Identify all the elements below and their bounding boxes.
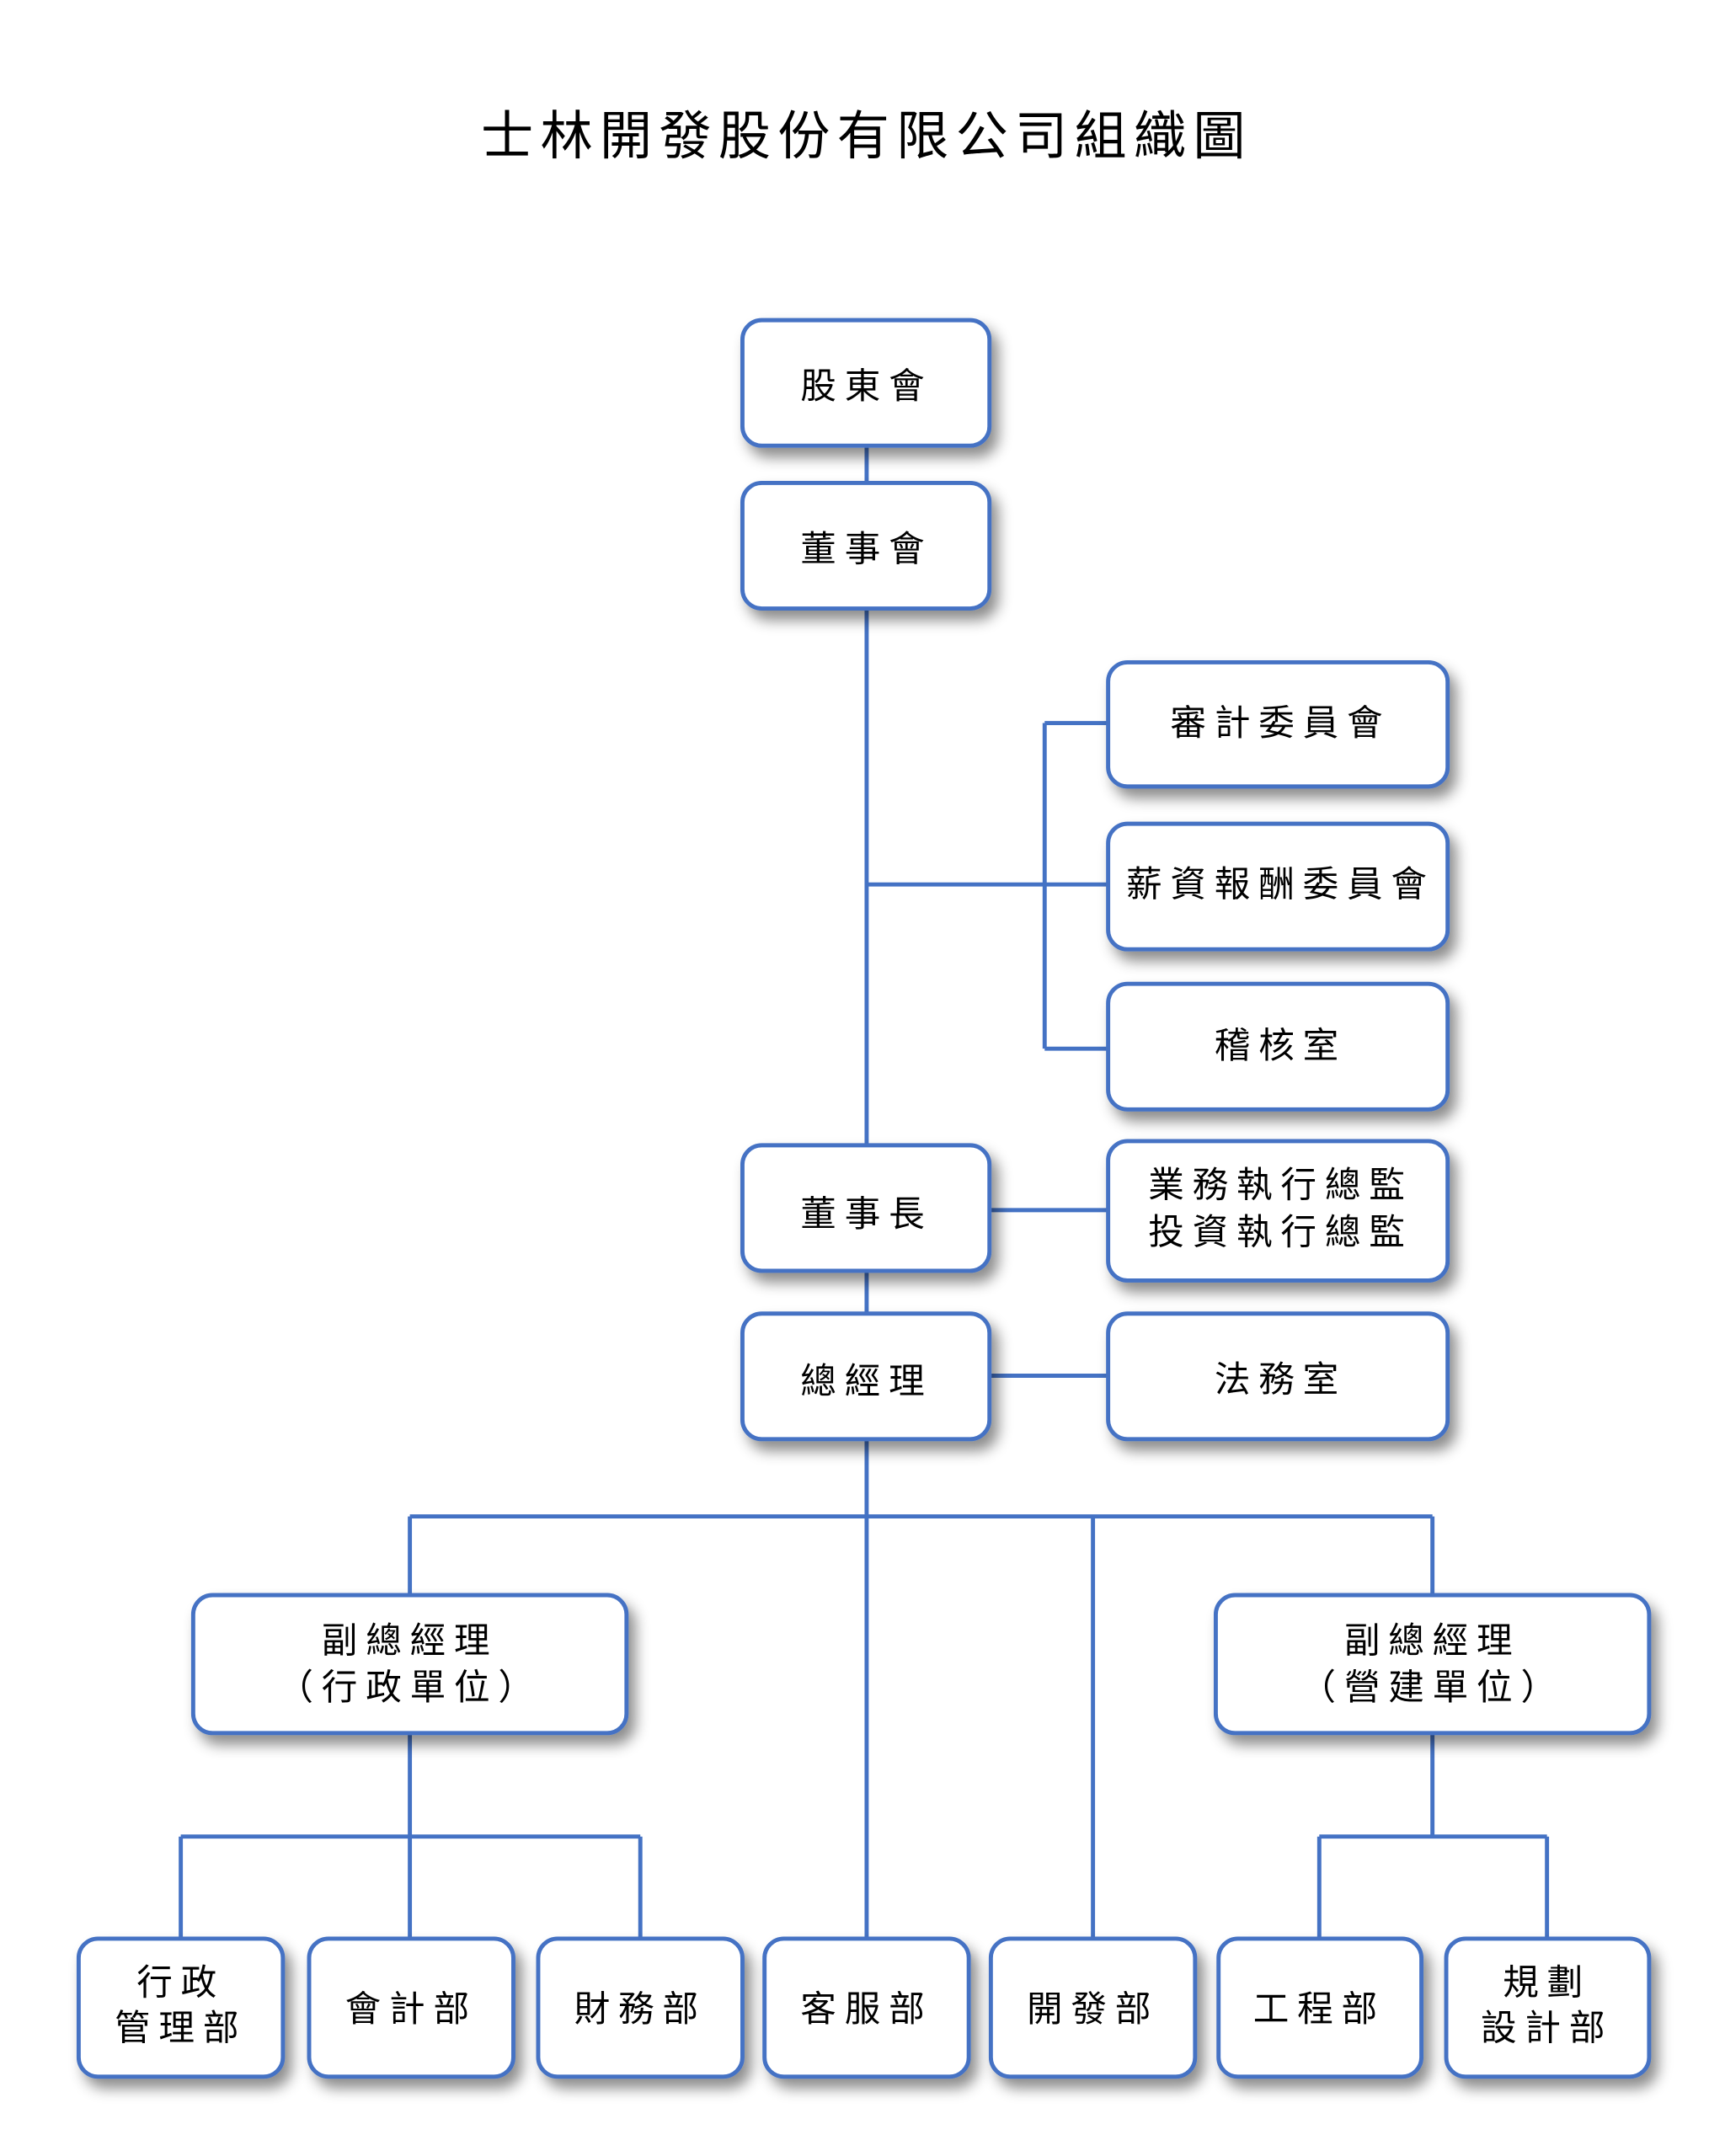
node-planning-design: 規劃 設計部 xyxy=(1444,1936,1652,2079)
node-label: 副總經理 xyxy=(1344,1620,1521,1662)
node-label: 董事會 xyxy=(800,528,932,570)
node-shareholders: 股東會 xyxy=(740,318,992,448)
node-vp-construction: 副總經理 （營建單位） xyxy=(1213,1593,1652,1736)
node-legal: 法務室 xyxy=(1106,1311,1450,1442)
node-chairman: 董事長 xyxy=(740,1143,992,1273)
node-label: 設計部 xyxy=(1481,2008,1613,2050)
node-directors: 業務執行總監 投資執行總監 xyxy=(1106,1139,1450,1283)
node-finance: 財務部 xyxy=(536,1936,745,2079)
node-president: 總經理 xyxy=(740,1311,992,1442)
node-label: 法務室 xyxy=(1215,1359,1347,1401)
node-label: 會計部 xyxy=(345,1988,478,2031)
node-label: （行政單位） xyxy=(277,1667,542,1709)
node-label: 稽核室 xyxy=(1215,1025,1347,1067)
node-audit-committee: 審計委員會 xyxy=(1106,659,1450,789)
node-internal-audit: 稽核室 xyxy=(1106,981,1450,1112)
node-label: 財務部 xyxy=(574,1988,707,2031)
node-compensation-committee: 薪資報酬委員會 xyxy=(1106,821,1450,952)
node-label: 規劃 xyxy=(1503,1962,1591,2004)
node-development: 開發部 xyxy=(988,1936,1198,2079)
node-customer-service: 客服部 xyxy=(762,1936,971,2079)
node-label: 管理部 xyxy=(115,2008,247,2050)
node-label: 股東會 xyxy=(800,366,932,408)
node-label: 業務執行總監 xyxy=(1148,1165,1413,1207)
node-label: 總經理 xyxy=(800,1360,932,1402)
node-engineering: 工程部 xyxy=(1216,1936,1424,2079)
node-label: 行政 xyxy=(136,1962,225,2004)
node-label: 薪資報酬委員會 xyxy=(1126,863,1435,905)
node-label: 開發部 xyxy=(1027,1988,1159,2031)
node-admin-mgmt: 行政 管理部 xyxy=(76,1936,286,2079)
node-label: 客服部 xyxy=(800,1988,932,2031)
node-label: 審計委員會 xyxy=(1170,702,1391,744)
chart-title: 士林開發股份有限公司組織圖 xyxy=(481,105,1252,167)
node-label: （營建單位） xyxy=(1300,1667,1564,1709)
node-accounting: 會計部 xyxy=(307,1936,515,2079)
node-label: 副總經理 xyxy=(322,1620,499,1662)
node-label: 工程部 xyxy=(1253,1988,1386,2031)
node-label: 投資執行總監 xyxy=(1148,1211,1413,1253)
node-label: 董事長 xyxy=(800,1193,932,1235)
node-vp-admin: 副總經理 （行政單位） xyxy=(190,1593,629,1736)
node-board: 董事會 xyxy=(740,480,992,611)
